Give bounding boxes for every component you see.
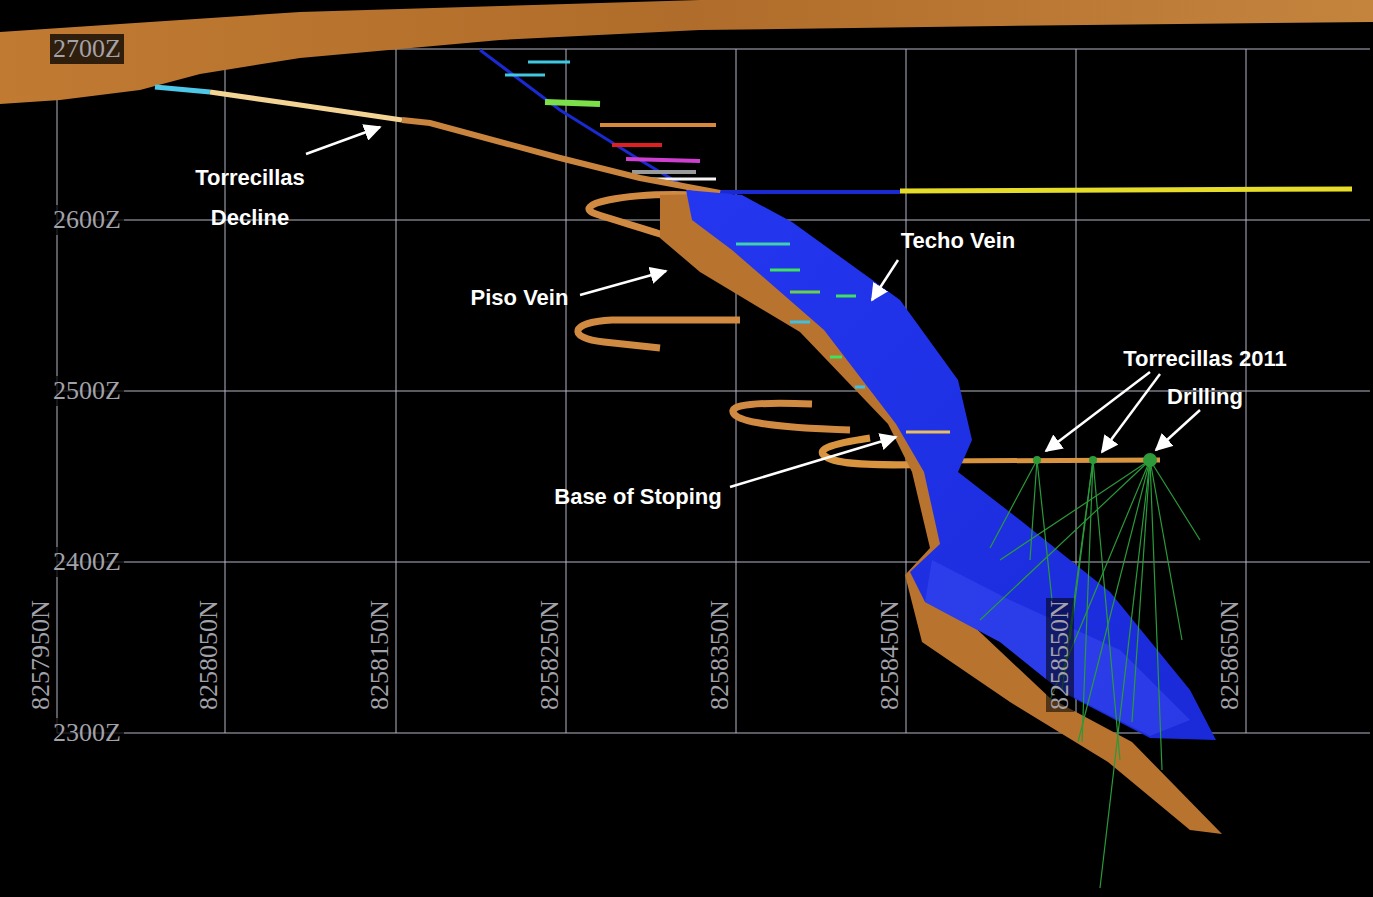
northing-label: 8258550N — [1046, 598, 1074, 712]
leader-arrow — [306, 127, 380, 154]
drill-collar — [1089, 456, 1097, 464]
drill-hole — [1100, 460, 1150, 888]
drill-hole — [1030, 460, 1037, 560]
leader-arrow — [580, 271, 666, 295]
drill-hole — [1132, 460, 1150, 722]
ground-surface — [0, 0, 1373, 104]
grid-line — [736, 49, 737, 733]
grid-line — [225, 49, 226, 733]
drill-holes — [980, 460, 1200, 888]
development-drift — [505, 74, 545, 77]
stope-mark — [836, 295, 856, 298]
drill-hole — [1037, 460, 1052, 600]
callout-label: Torrecillas 2011 Drilling — [1098, 340, 1312, 416]
stope-mark — [855, 386, 865, 389]
development-drift — [600, 123, 716, 127]
development-drift — [626, 159, 700, 161]
development-drift — [632, 170, 696, 174]
callout-label: Torrecillas Decline — [180, 158, 320, 238]
northing-label: 8258450N — [876, 598, 904, 712]
workings-line — [900, 189, 1352, 191]
techo-vein — [686, 190, 1216, 740]
callout-label: Piso Vein — [462, 285, 577, 311]
elevation-label: 2700Z — [50, 34, 124, 64]
northing-label: 8258250N — [536, 598, 564, 712]
grid-line — [57, 562, 1370, 563]
stope-mark — [790, 291, 820, 294]
drill-collar — [1033, 456, 1041, 464]
stope-mark — [906, 431, 950, 434]
development-drift — [528, 61, 570, 64]
grid — [57, 49, 1370, 733]
drill-hole — [1000, 460, 1150, 560]
leader-arrow — [872, 260, 898, 300]
northing-label: 8257950N — [27, 598, 55, 712]
leader-arrow — [1156, 410, 1200, 450]
grid-line — [566, 49, 567, 733]
elevation-label: 2600Z — [50, 205, 124, 235]
decline-spiral — [578, 320, 740, 348]
techo-vein-shade — [925, 560, 1190, 736]
northing-label: 8258650N — [1216, 598, 1244, 712]
stope-mark — [770, 269, 800, 272]
development-drift — [612, 143, 662, 147]
decline — [210, 92, 402, 120]
callout-label: Base of Stoping — [548, 484, 728, 510]
drill-drift — [930, 460, 1160, 461]
drill-hole — [980, 460, 1150, 620]
northing-label: 8258150N — [366, 598, 394, 712]
decline-portal — [155, 87, 210, 92]
drill-hole — [1093, 460, 1120, 760]
development-drift — [545, 102, 600, 104]
elevation-label: 2300Z — [50, 718, 124, 748]
stope-mark — [830, 356, 842, 359]
drill-hole — [1150, 460, 1162, 770]
elevation-label: 2400Z — [50, 547, 124, 577]
stope-mark — [736, 243, 790, 246]
drill-hole — [990, 460, 1037, 548]
leader-arrow — [1046, 372, 1150, 451]
grid-line — [396, 49, 397, 733]
elevation-label: 2500Z — [50, 376, 124, 406]
drill-hole — [1150, 460, 1200, 540]
callout-leaders — [306, 127, 1200, 487]
drill-collar — [1143, 453, 1157, 467]
grid-line — [1246, 49, 1247, 733]
northing-label: 8258350N — [706, 598, 734, 712]
leader-arrow — [730, 437, 896, 487]
stope-mark — [790, 321, 810, 324]
workings-line — [480, 50, 690, 190]
leader-arrow — [1102, 374, 1160, 452]
decline-spiral — [733, 403, 850, 430]
callout-label: Techo Vein — [884, 228, 1032, 254]
drill-hole — [1150, 460, 1182, 640]
stope-marks — [736, 244, 950, 432]
northing-label: 8258050N — [195, 598, 223, 712]
decline — [402, 120, 720, 193]
